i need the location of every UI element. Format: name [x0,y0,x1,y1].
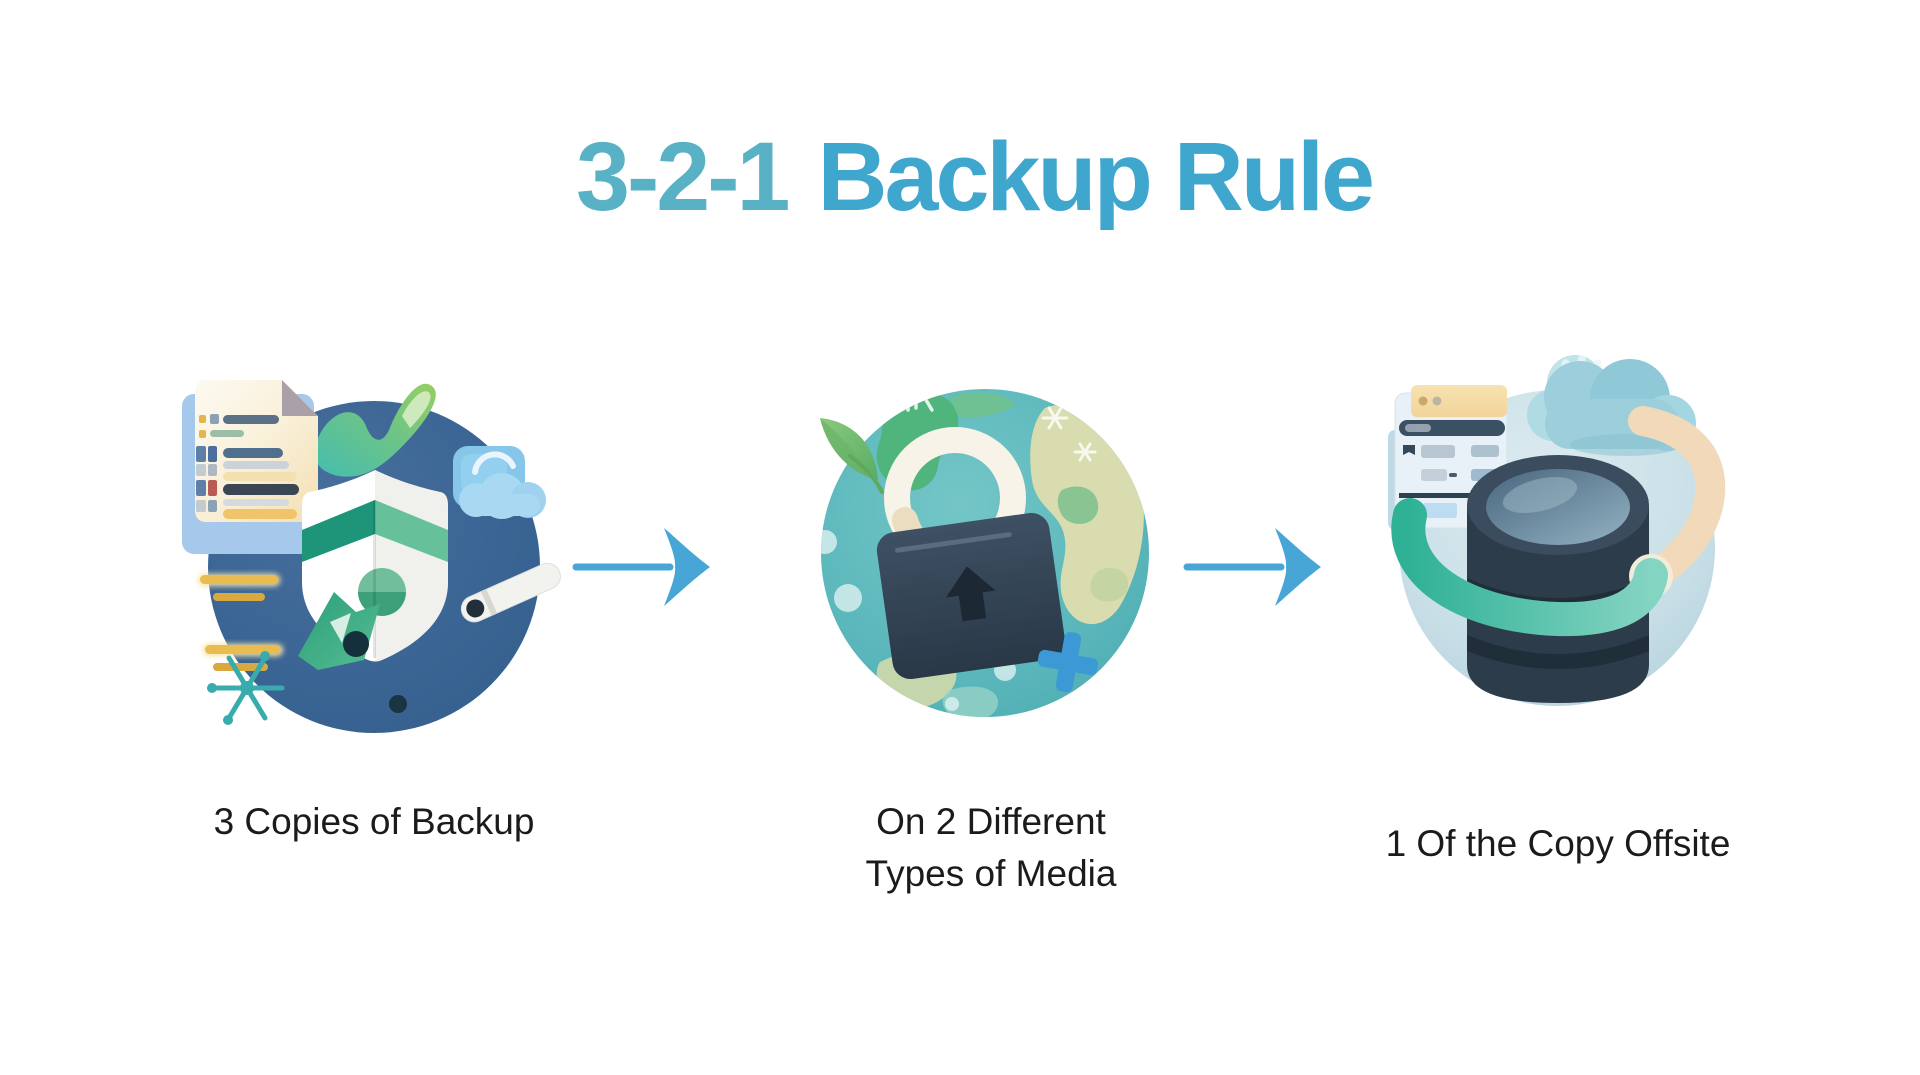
database-cloud-sync-icon [1388,355,1726,706]
pen-icon [460,562,561,623]
ribbon-arrow-icon [298,592,407,713]
step3-illustration [1375,335,1805,735]
leaf-icon [820,418,884,494]
title-text: Backup Rule [817,122,1375,231]
title-numbers: 3-2-1 [576,122,790,231]
step1-label-line: 3 Copies of Backup [213,801,535,842]
step2-illustration [800,370,1180,730]
database-icon [1467,455,1649,703]
padlock-icon [876,427,1066,680]
speed-lines [198,574,283,671]
snowflake-icon [207,651,285,725]
ring-front-segment [1391,498,1668,637]
documents-shield-icon [182,380,561,733]
arrow-2 [1183,522,1333,617]
ring-back-segment [1628,406,1726,592]
document-icon [182,380,318,554]
cloud-icon [453,446,546,519]
step3-label: 1 Of the Copy Offsite [1348,818,1768,870]
plus-cursor-icon [1037,632,1098,693]
right-arrow-icon [1183,528,1321,606]
page-title: 3-2-1 Backup Rule [14,128,1920,225]
step2-label-line2: Types of Media [865,853,1117,894]
step2-label: On 2 Different Types of Media [781,796,1201,900]
squiggle-wave-icon [313,383,436,477]
step2-label-line1: On 2 Different [876,801,1106,842]
step3-label-line: 1 Of the Copy Offsite [1385,823,1731,864]
step1-illustration [170,360,590,745]
squiggle-highlight [402,391,431,428]
right-arrow-icon [572,528,710,606]
arrow-1 [572,522,722,617]
globe-padlock-icon [820,389,1149,717]
step1-label: 3 Copies of Backup [164,796,584,848]
